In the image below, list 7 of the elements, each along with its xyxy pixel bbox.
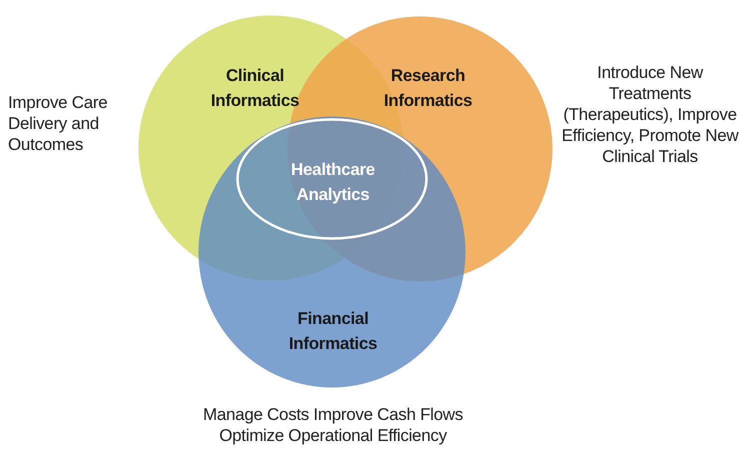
outcome-text: Improve Care Delivery and Outcomes [8,92,108,155]
outcome-text: Introduce New Treatments (Therapeutics), Improve Efficiency, Promote New Clinical Trials [560,62,740,167]
circle-label: Research Informatics [382,65,474,112]
circle-label: Clinical Informatics [210,65,300,112]
circle-label: Financial Informatics [288,308,378,355]
circle-label: Healthcare Analytics [290,159,376,206]
outcome-text: Manage Costs Improve Cash Flows Optimize Operational Efficiency [202,404,464,446]
